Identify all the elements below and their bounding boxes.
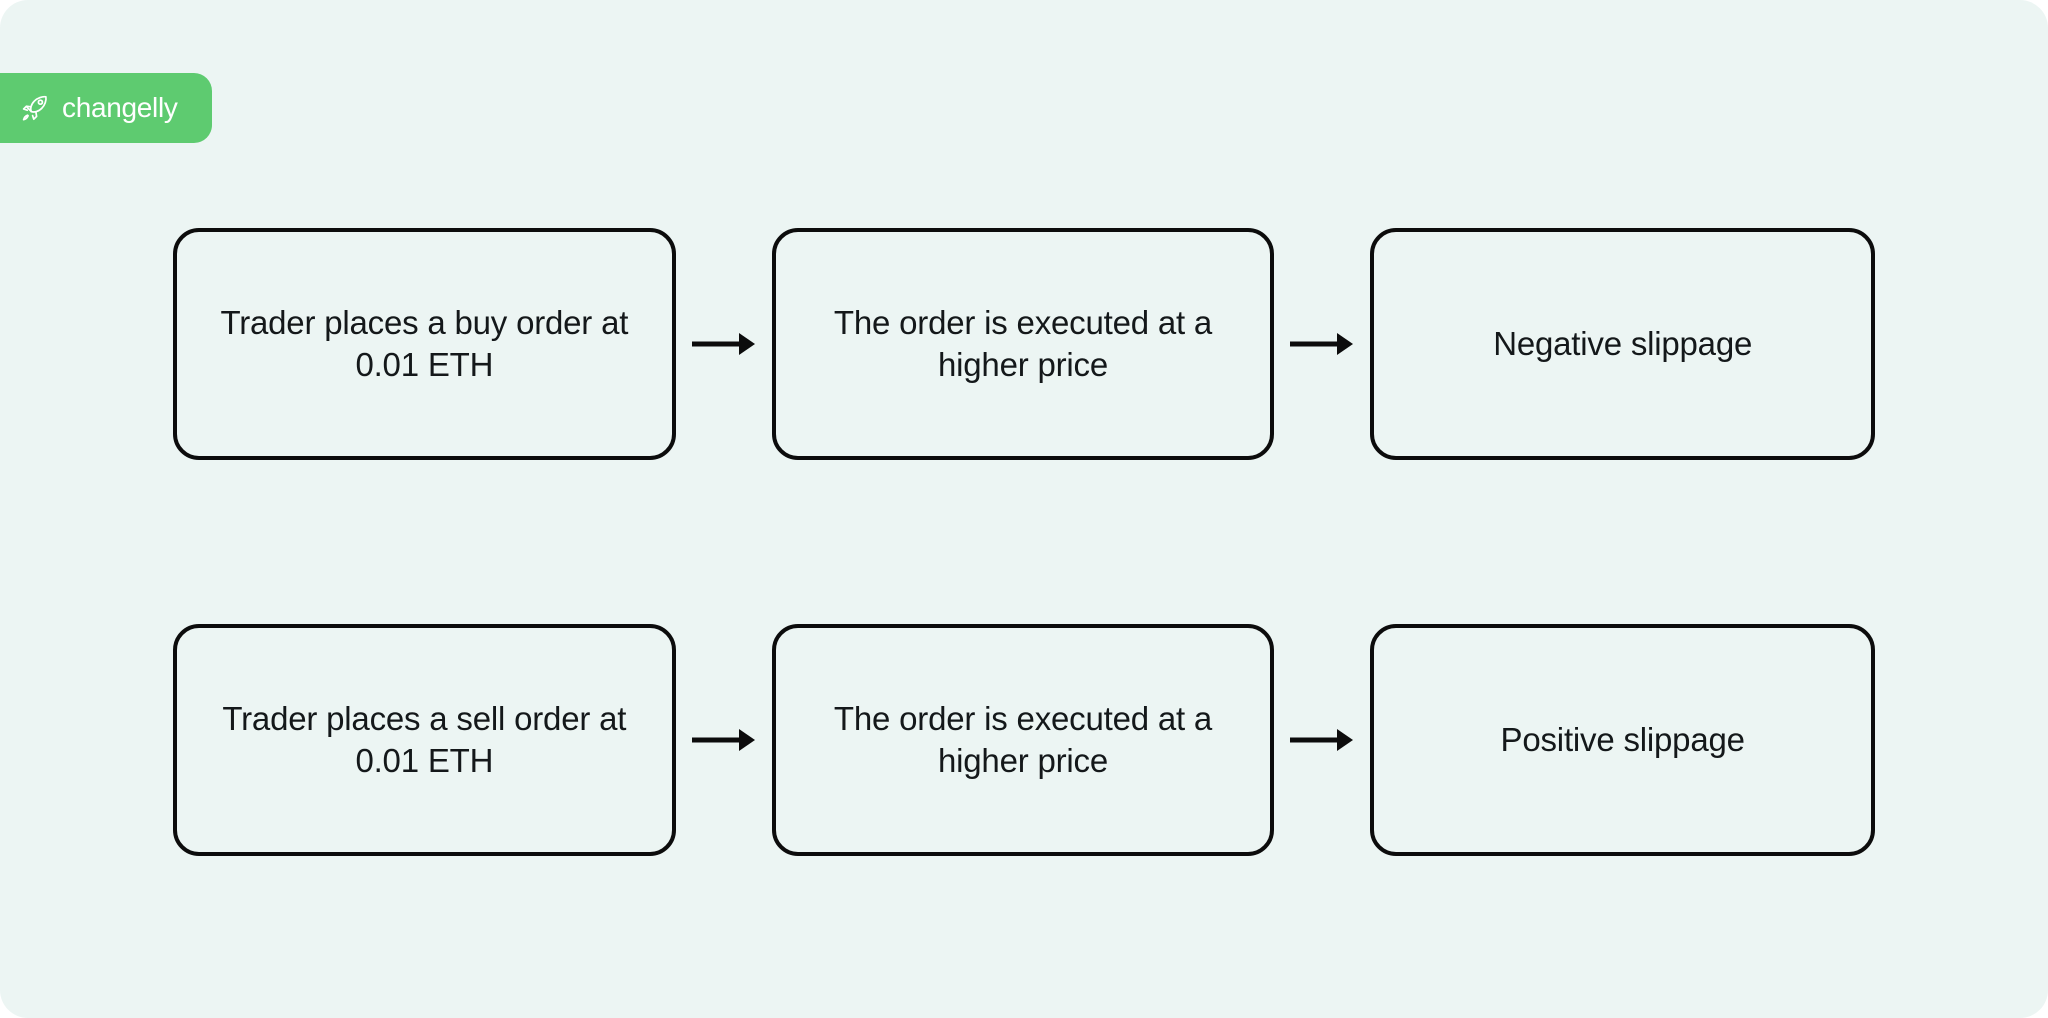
flow-step-box[interactable]: The order is executed at a higher price bbox=[771, 624, 1275, 856]
flow-step-box[interactable]: Negative slippage bbox=[1370, 228, 1876, 460]
flow-arrow bbox=[1274, 228, 1370, 460]
rocket-icon bbox=[18, 91, 52, 125]
flow-step-box[interactable]: Trader places a buy order at 0.01 ETH bbox=[173, 228, 676, 460]
flow-row-negative-slippage: Trader places a buy order at 0.01 ETH Th… bbox=[173, 228, 1876, 460]
flow-step-box[interactable]: Positive slippage bbox=[1370, 624, 1876, 856]
flow-arrow bbox=[676, 228, 772, 460]
flow-step-label: The order is executed at a higher price bbox=[833, 303, 1213, 383]
flow-row-positive-slippage: Trader places a sell order at 0.01 ETH T… bbox=[173, 624, 1876, 856]
flow-arrow bbox=[1274, 624, 1370, 856]
flow-step-label: Trader places a buy order at 0.01 ETH bbox=[220, 303, 629, 383]
flow-step-label: Positive slippage bbox=[1500, 720, 1745, 758]
flow-step-box[interactable]: Trader places a sell order at 0.01 ETH bbox=[173, 624, 676, 856]
brand-name: changelly bbox=[62, 92, 178, 123]
flow-step-label: Trader places a sell order at 0.01 ETH bbox=[222, 699, 627, 779]
flow-arrow bbox=[676, 624, 772, 856]
flow-step-box[interactable]: The order is executed at a higher price bbox=[771, 228, 1275, 460]
changelly-brand-badge[interactable]: changelly bbox=[0, 73, 212, 143]
flow-step-label: Negative slippage bbox=[1493, 324, 1753, 362]
flow-step-label: The order is executed at a higher price bbox=[833, 699, 1213, 779]
